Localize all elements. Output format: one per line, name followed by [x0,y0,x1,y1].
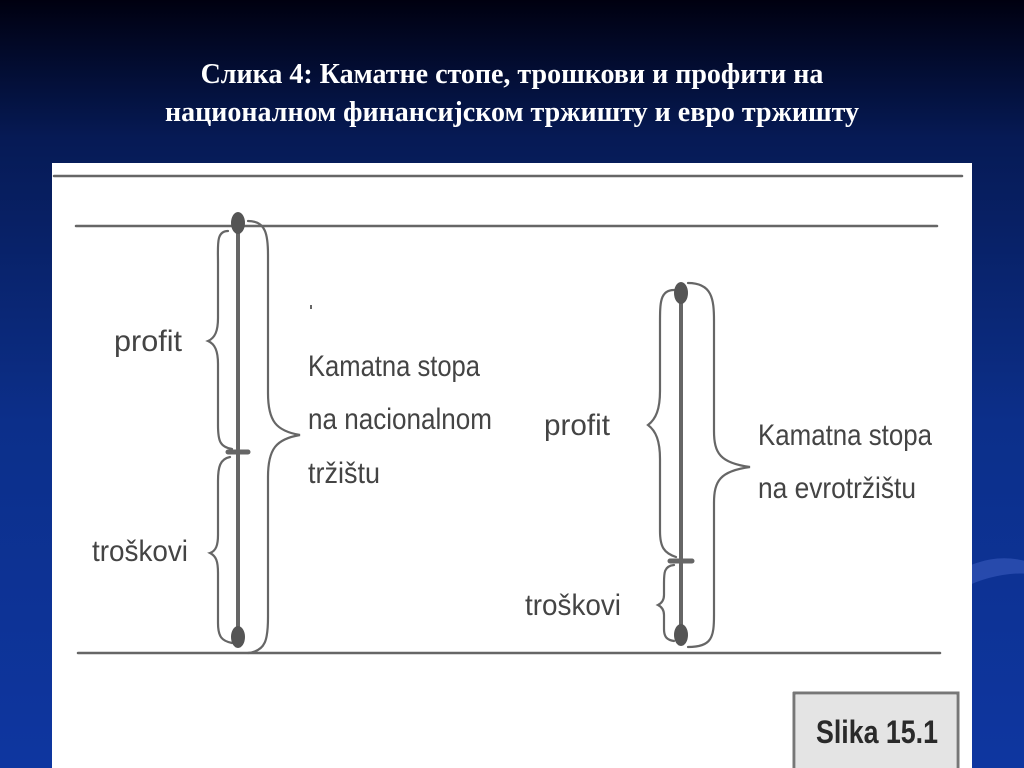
national-rate-label-line-3: tržištu [308,457,380,490]
euro-profit-label: profit [544,409,611,442]
national-profit-brace [205,229,234,451]
national-rate-label-line-2: na nacionalnom [308,403,492,436]
euro-rate-label-line-1: Kamatna stopa [758,419,932,452]
stray-mark [310,305,312,309]
euro-costs-brace [655,563,676,643]
interest-rate-diagram: profit troškovi Kamatna stopa na naciona… [52,174,964,768]
national-costs-label: troškovi [92,535,188,568]
euro-rate-label-line-2: na evrotržištu [758,472,916,505]
caption-box-border [792,691,960,768]
national-bottom-point [231,626,245,648]
caption-box [796,695,956,768]
slide-title-line-2: националном финансијском тржишту и евро … [164,97,860,128]
figure-panel: profit troškovi Kamatna stopa na naciona… [52,163,972,768]
euro-bottom-point [674,624,688,646]
slide-title-line-1: Слика 4: Каматне стопе, трошкови и профи… [200,59,824,90]
euro-costs-label: troškovi [525,589,621,622]
national-rate-brace [246,219,301,655]
national-rate-label-line-1: Kamatna stopa [308,350,480,383]
euro-profit-brace [646,288,678,559]
slide-title: Слика 4: Каматне стопе, трошкови и профи… [0,56,1024,132]
national-costs-brace [207,455,234,645]
euro-top-point [674,282,688,304]
figure-caption: Slika 15.1 [816,714,938,750]
national-top-point [231,212,245,234]
euro-rate-brace [686,281,751,649]
national-profit-label: profit [114,325,183,358]
